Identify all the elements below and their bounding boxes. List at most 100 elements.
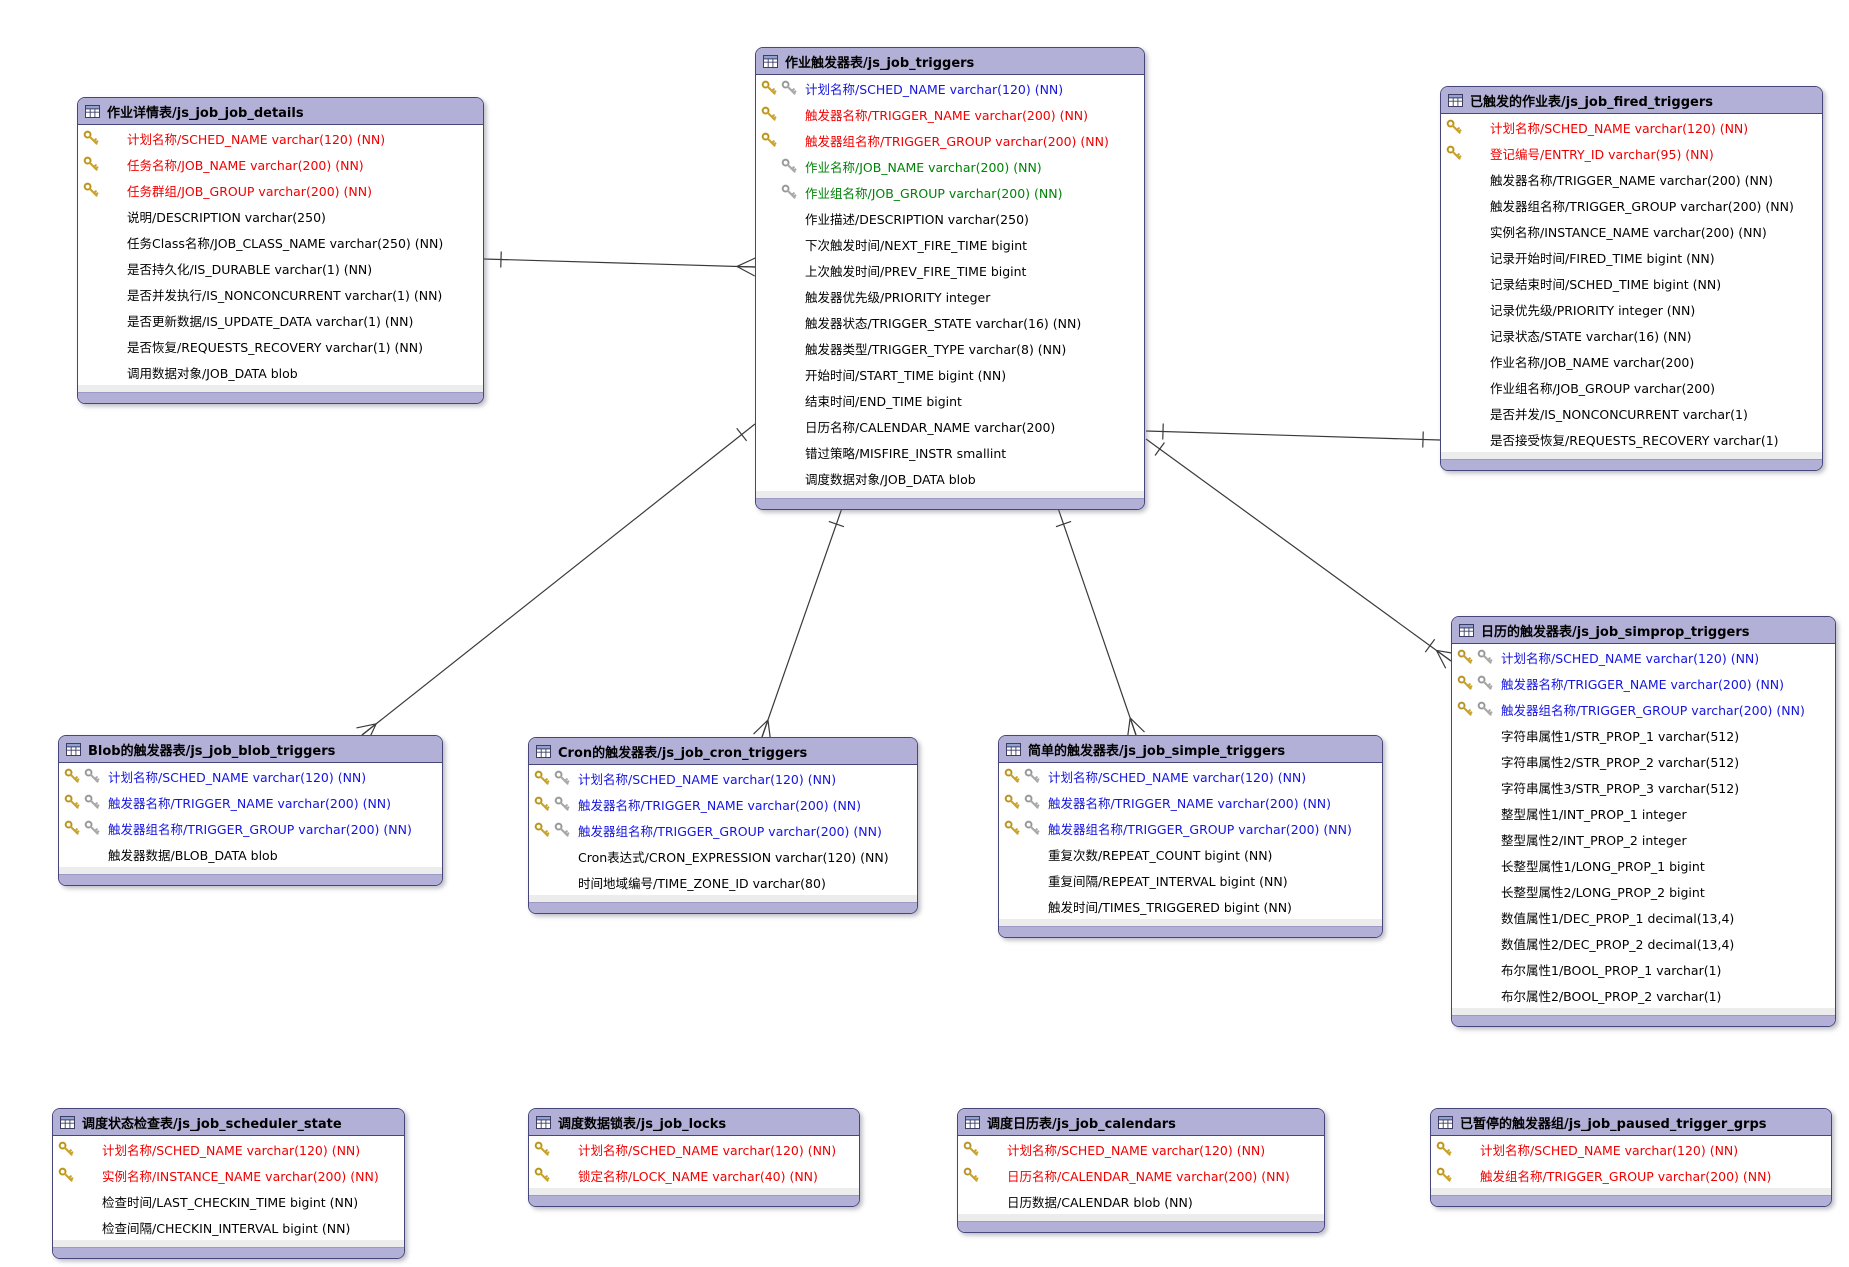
table-field-row[interactable]: 实例名称/INSTANCE_NAME varchar(200) (NN) — [53, 1162, 404, 1188]
table-field-row[interactable]: 是否并发/IS_NONCONCURRENT varchar(1) — [1441, 400, 1822, 426]
table-field-row[interactable]: 下次触发时间/NEXT_FIRE_TIME bigint — [756, 231, 1144, 257]
table-field-row[interactable]: 是否持久化/IS_DURABLE varchar(1) (NN) — [78, 255, 483, 281]
table-field-row[interactable]: 触发器组名称/TRIGGER_GROUP varchar(200) (NN) — [59, 815, 442, 841]
table-field-row[interactable]: 触发时间/TIMES_TRIGGERED bigint (NN) — [999, 893, 1382, 919]
table-field-row[interactable]: 任务群组/JOB_GROUP varchar(200) (NN) — [78, 177, 483, 203]
table-field-row[interactable]: 触发器名称/TRIGGER_NAME varchar(200) (NN) — [59, 789, 442, 815]
table-field-row[interactable]: 触发器组名称/TRIGGER_GROUP varchar(200) (NN) — [1452, 696, 1835, 722]
table-header[interactable]: 简单的触发器表/js_job_simple_triggers — [999, 736, 1382, 763]
table-header[interactable]: 作业详情表/js_job_job_details — [78, 98, 483, 125]
table-field-row[interactable]: 作业名称/JOB_NAME varchar(200) — [1441, 348, 1822, 374]
table-field-row[interactable]: 记录结束时间/SCHED_TIME bigint (NN) — [1441, 270, 1822, 296]
table-field-row[interactable]: Cron表达式/CRON_EXPRESSION varchar(120) (NN… — [529, 843, 917, 869]
table-field-row[interactable]: 作业名称/JOB_NAME varchar(200) (NN) — [756, 153, 1144, 179]
table-field-row[interactable]: 计划名称/SCHED_NAME varchar(120) (NN) — [529, 765, 917, 791]
table-field-row[interactable]: 说明/DESCRIPTION varchar(250) — [78, 203, 483, 229]
table-field-row[interactable]: 计划名称/SCHED_NAME varchar(120) (NN) — [59, 763, 442, 789]
table-field-row[interactable]: 结束时间/END_TIME bigint — [756, 387, 1144, 413]
table-field-row[interactable]: 计划名称/SCHED_NAME varchar(120) (NN) — [1441, 114, 1822, 140]
table-field-row[interactable]: 日历数据/CALENDAR blob (NN) — [958, 1188, 1324, 1214]
table-field-row[interactable]: 记录优先级/PRIORITY integer (NN) — [1441, 296, 1822, 322]
table-field-row[interactable]: 登记编号/ENTRY_ID varchar(95) (NN) — [1441, 140, 1822, 166]
table-field-row[interactable]: 触发器组名称/TRIGGER_GROUP varchar(200) (NN) — [1441, 192, 1822, 218]
table-field-row[interactable]: 触发器类型/TRIGGER_TYPE varchar(8) (NN) — [756, 335, 1144, 361]
table-field-row[interactable]: 记录状态/STATE varchar(16) (NN) — [1441, 322, 1822, 348]
table-field-row[interactable]: 触发器名称/TRIGGER_NAME varchar(200) (NN) — [1452, 670, 1835, 696]
table-field-row[interactable]: 数值属性1/DEC_PROP_1 decimal(13,4) — [1452, 904, 1835, 930]
table-header[interactable]: 已暂停的触发器组/js_job_paused_trigger_grps — [1431, 1109, 1831, 1136]
table-field-row[interactable]: 计划名称/SCHED_NAME varchar(120) (NN) — [999, 763, 1382, 789]
table-field-row[interactable]: 记录开始时间/FIRED_TIME bigint (NN) — [1441, 244, 1822, 270]
table-field-row[interactable]: 布尔属性2/BOOL_PROP_2 varchar(1) — [1452, 982, 1835, 1008]
table-field-row[interactable]: 整型属性2/INT_PROP_2 integer — [1452, 826, 1835, 852]
table-field-row[interactable]: 重复次数/REPEAT_COUNT bigint (NN) — [999, 841, 1382, 867]
table-field-row[interactable]: 数值属性2/DEC_PROP_2 decimal(13,4) — [1452, 930, 1835, 956]
table-field-row[interactable]: 触发器名称/TRIGGER_NAME varchar(200) (NN) — [756, 101, 1144, 127]
table-field-row[interactable]: 作业描述/DESCRIPTION varchar(250) — [756, 205, 1144, 231]
table-field-row[interactable]: 整型属性1/INT_PROP_1 integer — [1452, 800, 1835, 826]
table-field-row[interactable]: 触发器名称/TRIGGER_NAME varchar(200) (NN) — [529, 791, 917, 817]
table-field-row[interactable]: 触发器组名称/TRIGGER_GROUP varchar(200) (NN) — [999, 815, 1382, 841]
table-field-row[interactable]: 计划名称/SCHED_NAME varchar(120) (NN) — [53, 1136, 404, 1162]
table-field-row[interactable]: 触发器组名称/TRIGGER_GROUP varchar(200) (NN) — [529, 817, 917, 843]
table-field-row[interactable]: 开始时间/START_TIME bigint (NN) — [756, 361, 1144, 387]
table-field-row[interactable]: 计划名称/SCHED_NAME varchar(120) (NN) — [756, 75, 1144, 101]
table-field-row[interactable]: 实例名称/INSTANCE_NAME varchar(200) (NN) — [1441, 218, 1822, 244]
table-field-row[interactable]: 任务名称/JOB_NAME varchar(200) (NN) — [78, 151, 483, 177]
table-field-row[interactable]: 调度数据对象/JOB_DATA blob — [756, 465, 1144, 491]
table-field-row[interactable]: 字符串属性1/STR_PROP_1 varchar(512) — [1452, 722, 1835, 748]
table-field-row[interactable]: 触发器状态/TRIGGER_STATE varchar(16) (NN) — [756, 309, 1144, 335]
table-field-row[interactable]: 错过策略/MISFIRE_INSTR smallint — [756, 439, 1144, 465]
table-field-row[interactable]: 重复间隔/REPEAT_INTERVAL bigint (NN) — [999, 867, 1382, 893]
table-header[interactable]: 调度状态检查表/js_job_scheduler_state — [53, 1109, 404, 1136]
table-field-row[interactable]: 触发器优先级/PRIORITY integer — [756, 283, 1144, 309]
table-field-row[interactable]: 计划名称/SCHED_NAME varchar(120) (NN) — [78, 125, 483, 151]
table-field-row[interactable]: 是否并发执行/IS_NONCONCURRENT varchar(1) (NN) — [78, 281, 483, 307]
table-field-row[interactable]: 时间地域编号/TIME_ZONE_ID varchar(80) — [529, 869, 917, 895]
table-field-row[interactable]: 计划名称/SCHED_NAME varchar(120) (NN) — [529, 1136, 859, 1162]
table-field-row[interactable]: 任务Class名称/JOB_CLASS_NAME varchar(250) (N… — [78, 229, 483, 255]
table-field-row[interactable]: 计划名称/SCHED_NAME varchar(120) (NN) — [1431, 1136, 1831, 1162]
table-field-row[interactable]: 字符串属性2/STR_PROP_2 varchar(512) — [1452, 748, 1835, 774]
table-field-row[interactable]: 触发器名称/TRIGGER_NAME varchar(200) (NN) — [1441, 166, 1822, 192]
table-field-row[interactable]: 日历名称/CALENDAR_NAME varchar(200) (NN) — [958, 1162, 1324, 1188]
table-field-row[interactable]: 日历名称/CALENDAR_NAME varchar(200) — [756, 413, 1144, 439]
table-field-row[interactable]: 触发组名称/TRIGGER_GROUP varchar(200) (NN) — [1431, 1162, 1831, 1188]
table-header[interactable]: 调度日历表/js_job_calendars — [958, 1109, 1324, 1136]
table-field-row[interactable]: 调用数据对象/JOB_DATA blob — [78, 359, 483, 385]
table-header[interactable]: 调度数据锁表/js_job_locks — [529, 1109, 859, 1136]
table-field-row[interactable]: 字符串属性3/STR_PROP_3 varchar(512) — [1452, 774, 1835, 800]
table-field-row[interactable]: 触发器数据/BLOB_DATA blob — [59, 841, 442, 867]
table-header[interactable]: 日历的触发器表/js_job_simprop_triggers — [1452, 617, 1835, 644]
table-header[interactable]: Blob的触发器表/js_job_blob_triggers — [59, 736, 442, 763]
table-field-row[interactable]: 作业组名称/JOB_GROUP varchar(200) — [1441, 374, 1822, 400]
table-header[interactable]: Cron的触发器表/js_job_cron_triggers — [529, 738, 917, 765]
table-field-row[interactable]: 布尔属性1/BOOL_PROP_1 varchar(1) — [1452, 956, 1835, 982]
table-field-row[interactable]: 检查间隔/CHECKIN_INTERVAL bigint (NN) — [53, 1214, 404, 1240]
table-field-row[interactable]: 检查时间/LAST_CHECKIN_TIME bigint (NN) — [53, 1188, 404, 1214]
table-field-row[interactable]: 是否更新数据/IS_UPDATE_DATA varchar(1) (NN) — [78, 307, 483, 333]
table-field-row[interactable]: 长整型属性2/LONG_PROP_2 bigint — [1452, 878, 1835, 904]
table-field-row[interactable]: 锁定名称/LOCK_NAME varchar(40) (NN) — [529, 1162, 859, 1188]
table-header[interactable]: 作业触发器表/js_job_triggers — [756, 48, 1144, 75]
table-field-row[interactable]: 触发器组名称/TRIGGER_GROUP varchar(200) (NN) — [756, 127, 1144, 153]
table-field-row[interactable]: 触发器名称/TRIGGER_NAME varchar(200) (NN) — [999, 789, 1382, 815]
table-field-row[interactable]: 计划名称/SCHED_NAME varchar(120) (NN) — [1452, 644, 1835, 670]
table-field-row[interactable]: 上次触发时间/PREV_FIRE_TIME bigint — [756, 257, 1144, 283]
table-field-row[interactable]: 计划名称/SCHED_NAME varchar(120) (NN) — [958, 1136, 1324, 1162]
table-header[interactable]: 已触发的作业表/js_job_fired_triggers — [1441, 87, 1822, 114]
table-field-row[interactable]: 是否接受恢复/REQUESTS_RECOVERY varchar(1) — [1441, 426, 1822, 452]
table-field-row[interactable]: 是否恢复/REQUESTS_RECOVERY varchar(1) (NN) — [78, 333, 483, 359]
table-field-row[interactable]: 作业组名称/JOB_GROUP varchar(200) (NN) — [756, 179, 1144, 205]
